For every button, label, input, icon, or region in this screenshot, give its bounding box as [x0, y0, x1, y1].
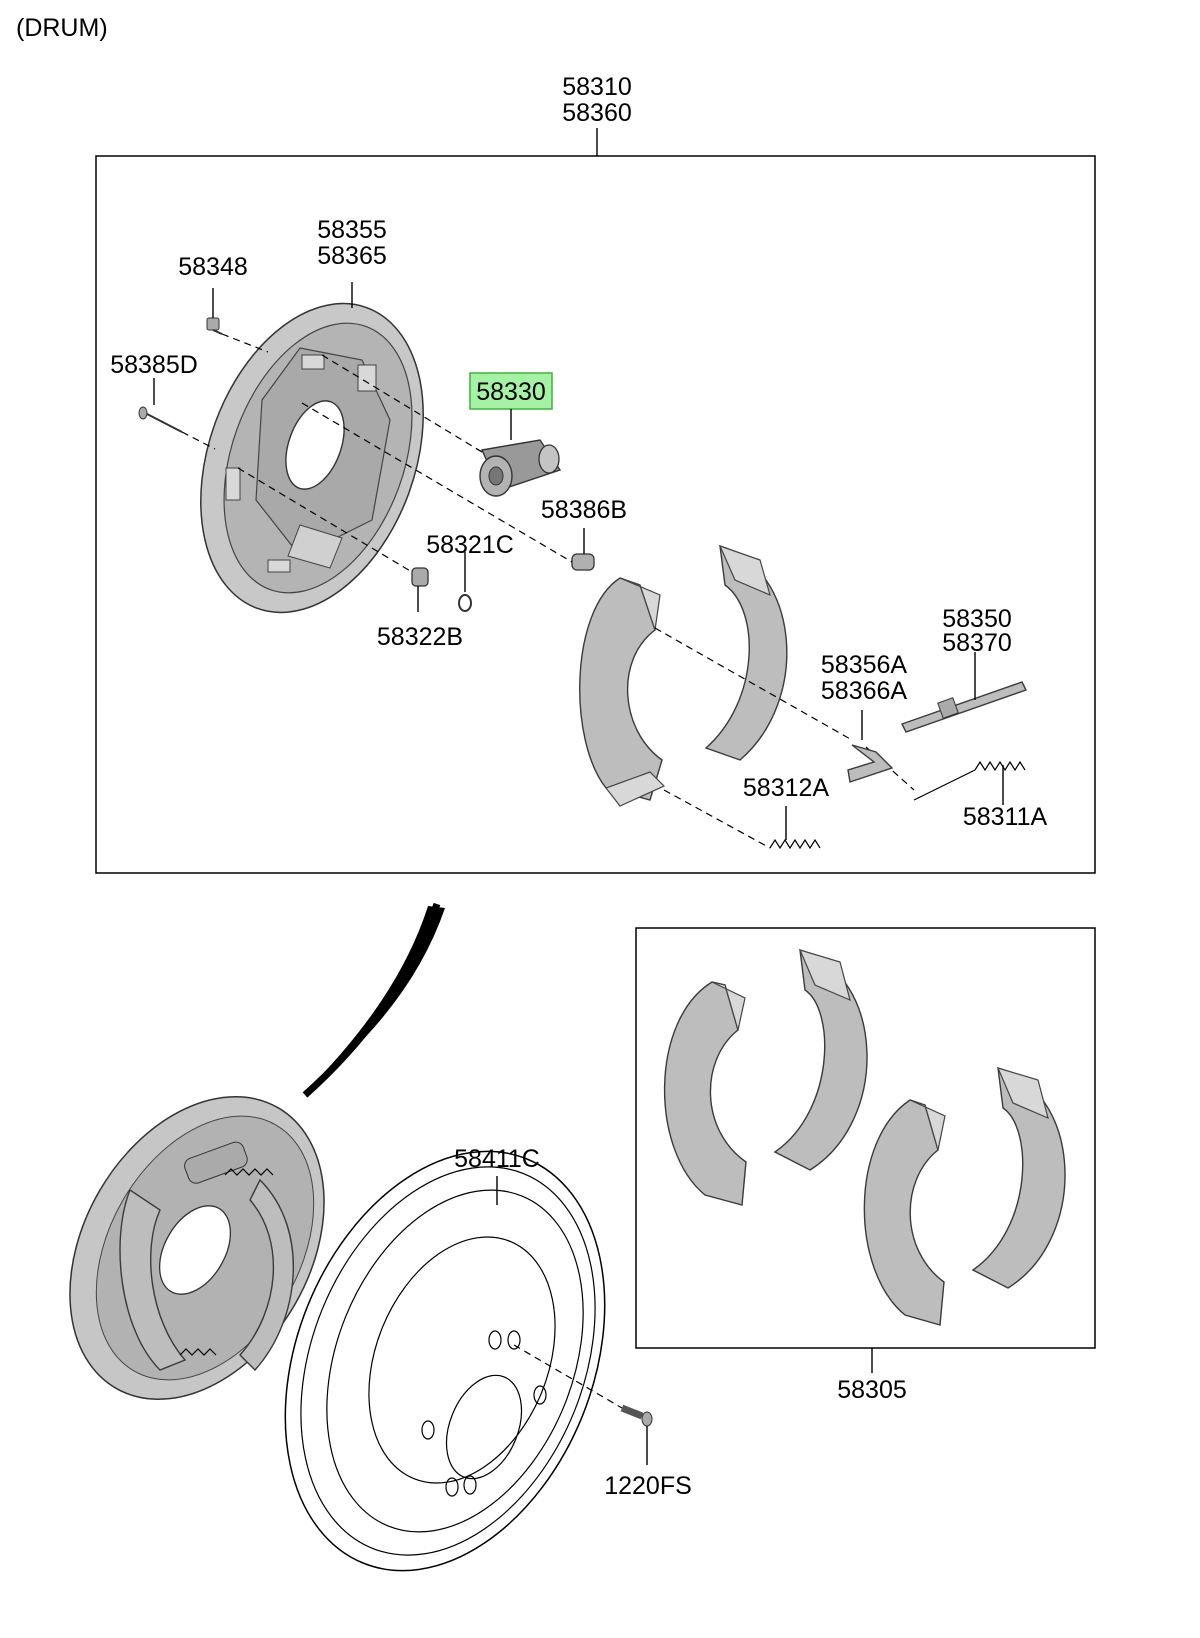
- pin-dash: [181, 431, 216, 450]
- callout-bolt[interactable]: 58348: [178, 253, 248, 281]
- shoe-kit-frame: [635, 927, 1096, 1349]
- bleeder-cap-dash: [301, 402, 573, 563]
- callout-adjuster-bottom[interactable]: 58370: [942, 629, 1012, 657]
- pin-part: [138, 406, 183, 433]
- callout-washer[interactable]: 58321C: [426, 531, 514, 559]
- upper-spring-part: [913, 760, 1026, 801]
- assembly-frame: [95, 155, 1096, 874]
- bolt-dash: [221, 333, 269, 353]
- bolt-part: [206, 317, 223, 335]
- washer-part: [458, 594, 472, 612]
- shoe-kit-shoe-3: [863, 1099, 946, 1326]
- callout-adjuster-top[interactable]: 58350: [942, 605, 1012, 633]
- wheel-cylinder-highlight: [469, 372, 553, 410]
- callout-spring-cup[interactable]: 58322B: [377, 623, 463, 651]
- bleeder-cap-part: [571, 553, 595, 571]
- hub-bolt-dash: [513, 1344, 623, 1409]
- spring-cup-part: [411, 567, 429, 587]
- callout-wheel-cylinder[interactable]: 58330: [476, 378, 546, 406]
- lower-spring-part: [769, 838, 821, 850]
- callout-hub-bolt[interactable]: 1220FS: [604, 1472, 692, 1500]
- callout-bleeder-cap[interactable]: 58386B: [541, 496, 627, 524]
- callout-assembly-bottom[interactable]: 58360: [562, 99, 632, 127]
- callout-lower-spring[interactable]: 58312A: [743, 774, 830, 802]
- backing-plate-part: [200, 302, 424, 614]
- callout-pin[interactable]: 58385D: [110, 351, 198, 379]
- adjuster-part: [901, 681, 1027, 733]
- lever-part: [847, 744, 894, 783]
- spring-cup-dash: [237, 467, 413, 573]
- brake-shoe-front-part: [579, 577, 666, 807]
- callout-upper-spring[interactable]: 58311A: [963, 803, 1048, 831]
- lower-spring-dash: [663, 789, 771, 849]
- callout-backing-plate-bottom[interactable]: 58365: [317, 242, 387, 270]
- shoe-dash: [654, 627, 853, 741]
- shoe-kit-shoe-2: [773, 949, 868, 1171]
- shoe-dash-2: [865, 746, 915, 791]
- brake-drum-part: [284, 1150, 606, 1572]
- assembly-arrow-head: [305, 906, 445, 1092]
- callout-shoe-kit[interactable]: 58305: [837, 1376, 907, 1404]
- callout-brake-drum[interactable]: 58411C: [454, 1145, 540, 1173]
- callout-assembly-top[interactable]: 58310: [562, 73, 632, 101]
- callout-backing-plate-top[interactable]: 58355: [317, 216, 387, 244]
- shoe-kit-shoe-1: [663, 981, 747, 1206]
- callout-lever-top[interactable]: 58356A: [821, 651, 908, 679]
- diagram-title: (DRUM): [16, 14, 108, 42]
- hub-bolt-part: [620, 1404, 653, 1427]
- callout-lever-bottom[interactable]: 58366A: [821, 677, 908, 705]
- assembled-brake-part: [69, 1096, 325, 1400]
- brake-shoe-rear-part: [704, 544, 788, 761]
- assembly-arrow: [302, 902, 441, 1098]
- wheel-cylinder-part: [479, 439, 562, 497]
- shoe-kit-shoe-4: [971, 1067, 1066, 1289]
